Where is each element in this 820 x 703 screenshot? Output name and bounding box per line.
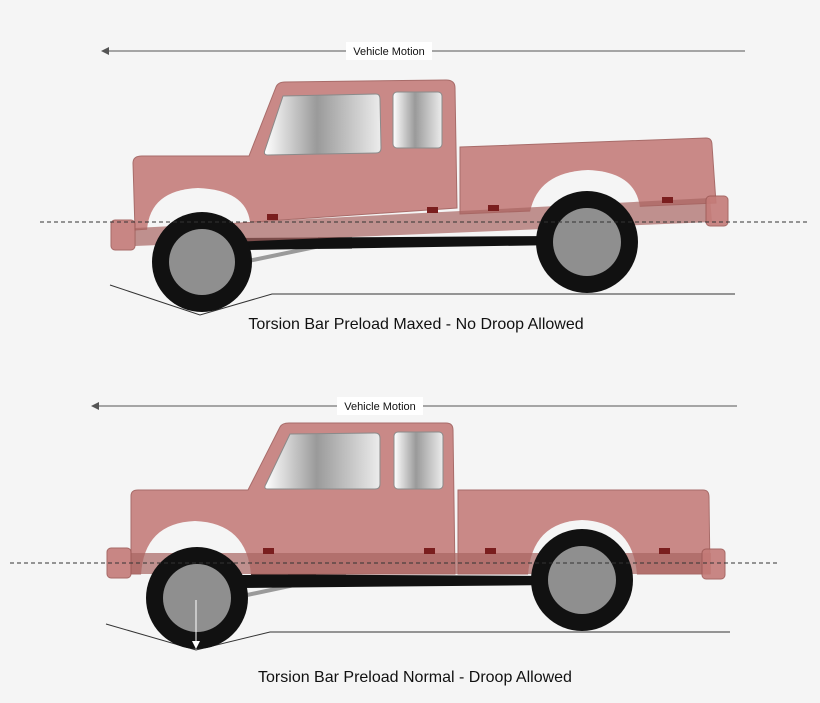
rear-bumper (705, 195, 729, 227)
vehicle-motion-arrow: Vehicle Motion (91, 397, 737, 415)
body-mounts (263, 548, 670, 554)
body-mounts (267, 197, 673, 220)
rear-cab-window (393, 431, 444, 490)
vehicle-motion-label: Vehicle Motion (344, 401, 416, 413)
front-bumper (110, 219, 136, 251)
rear-cab-window (392, 91, 443, 149)
rear-bumper (701, 548, 726, 580)
frame-rail (225, 574, 555, 588)
vehicle-motion-arrow: Vehicle Motion (101, 42, 745, 60)
diagram-preload-maxed: Vehicle Motion (40, 42, 810, 333)
windshield-window (263, 93, 382, 156)
droop-arrow (192, 600, 200, 649)
windshield-window (264, 432, 381, 490)
diagram-preload-normal: Vehicle Motion (10, 397, 780, 686)
ground-line (109, 284, 735, 316)
rear-wheel (536, 191, 638, 293)
vehicle-motion-label: Vehicle Motion (353, 46, 425, 58)
front-wheel (146, 547, 248, 649)
rear-wheel (531, 529, 633, 631)
caption-preload-maxed: Torsion Bar Preload Maxed - No Droop All… (248, 316, 583, 333)
ground-line (105, 623, 730, 651)
caption-preload-normal: Torsion Bar Preload Normal - Droop Allow… (258, 669, 572, 686)
front-wheel (152, 212, 252, 312)
